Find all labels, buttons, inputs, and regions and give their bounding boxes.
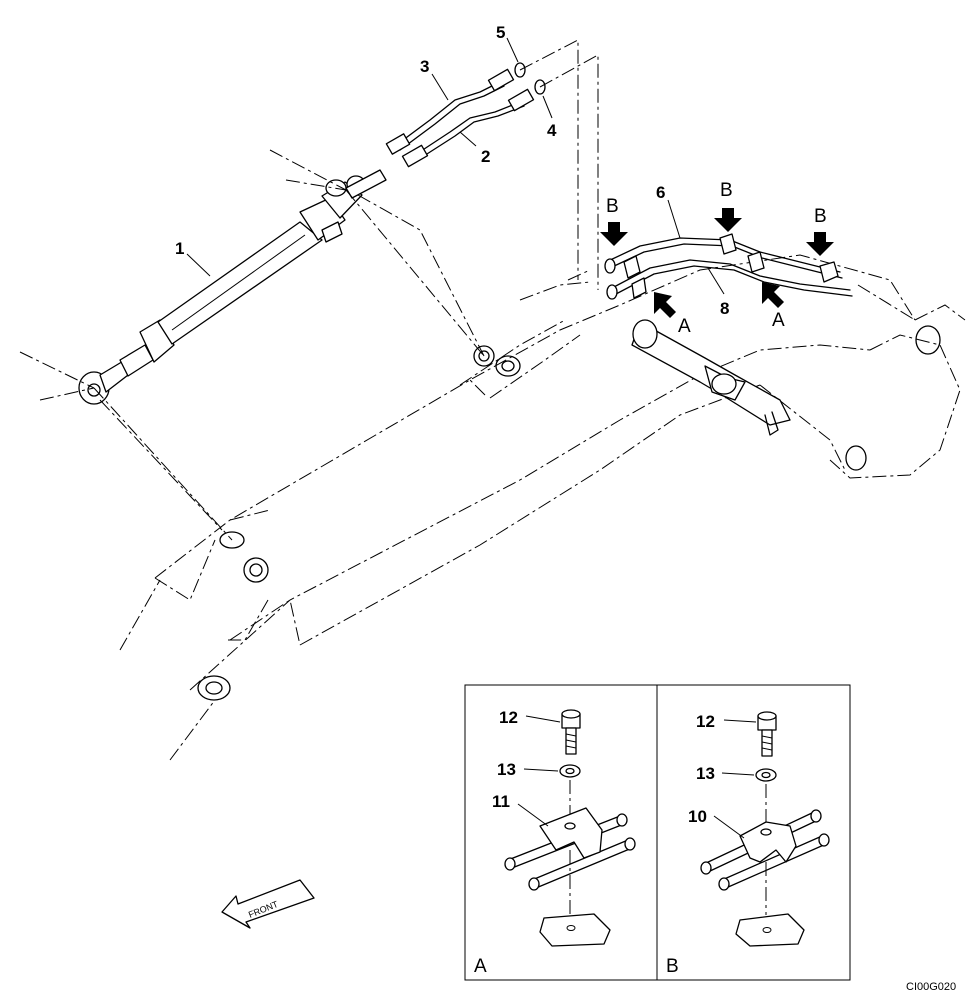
- arrow-a-1: [654, 292, 676, 318]
- arrow-b-2: [714, 208, 742, 232]
- detail-panels: [464, 684, 851, 981]
- detail-a: 12 13 11 A: [474, 708, 636, 977]
- boom-outline: [119, 254, 966, 761]
- detail-b-callout-10: 10: [688, 807, 707, 826]
- label-b-1: B: [606, 196, 619, 217]
- arrow-a-2: [762, 282, 784, 308]
- detail-a-callout-11: 11: [492, 792, 510, 811]
- label-a-1: A: [678, 316, 691, 337]
- label-b-2: B: [720, 180, 733, 201]
- callout-8: 8: [720, 299, 729, 318]
- arrow-letters: B B B A A: [606, 180, 827, 337]
- alignment-lines: [19, 39, 916, 541]
- detail-a-callout-13: 13: [497, 760, 516, 779]
- detail-a-callout-12: 12: [499, 708, 518, 727]
- arrow-b-1: [600, 222, 628, 246]
- callout-6: 6: [656, 183, 665, 202]
- label-b-3: B: [814, 206, 827, 227]
- arrow-b-3: [806, 232, 834, 256]
- detail-b: 12 13 10 B: [666, 711, 830, 977]
- callout-1: 1: [175, 239, 184, 258]
- front-arrow: FRONT: [221, 879, 315, 929]
- hoses-2-3: [385, 62, 546, 168]
- callout-4: 4: [547, 121, 557, 140]
- leader-lines: [186, 37, 725, 295]
- boom-pipes: [604, 233, 853, 300]
- view-arrows: [600, 208, 834, 318]
- callout-2: 2: [481, 147, 490, 166]
- detail-b-callout-13: 13: [696, 764, 715, 783]
- callout-numbers: 1 2 3 4 5 6 8: [175, 23, 729, 318]
- arm-cylinder: [78, 169, 387, 405]
- detail-a-label: A: [474, 956, 487, 977]
- o-ring-5: [514, 62, 526, 78]
- drawing-code: CI00G020: [906, 981, 956, 993]
- boom-cylinder: [631, 319, 791, 436]
- detail-b-callout-12: 12: [696, 712, 715, 731]
- o-ring-4: [534, 79, 546, 95]
- label-a-2: A: [772, 310, 785, 331]
- callout-5: 5: [496, 23, 505, 42]
- callout-3: 3: [420, 57, 429, 76]
- detail-b-label: B: [666, 956, 679, 977]
